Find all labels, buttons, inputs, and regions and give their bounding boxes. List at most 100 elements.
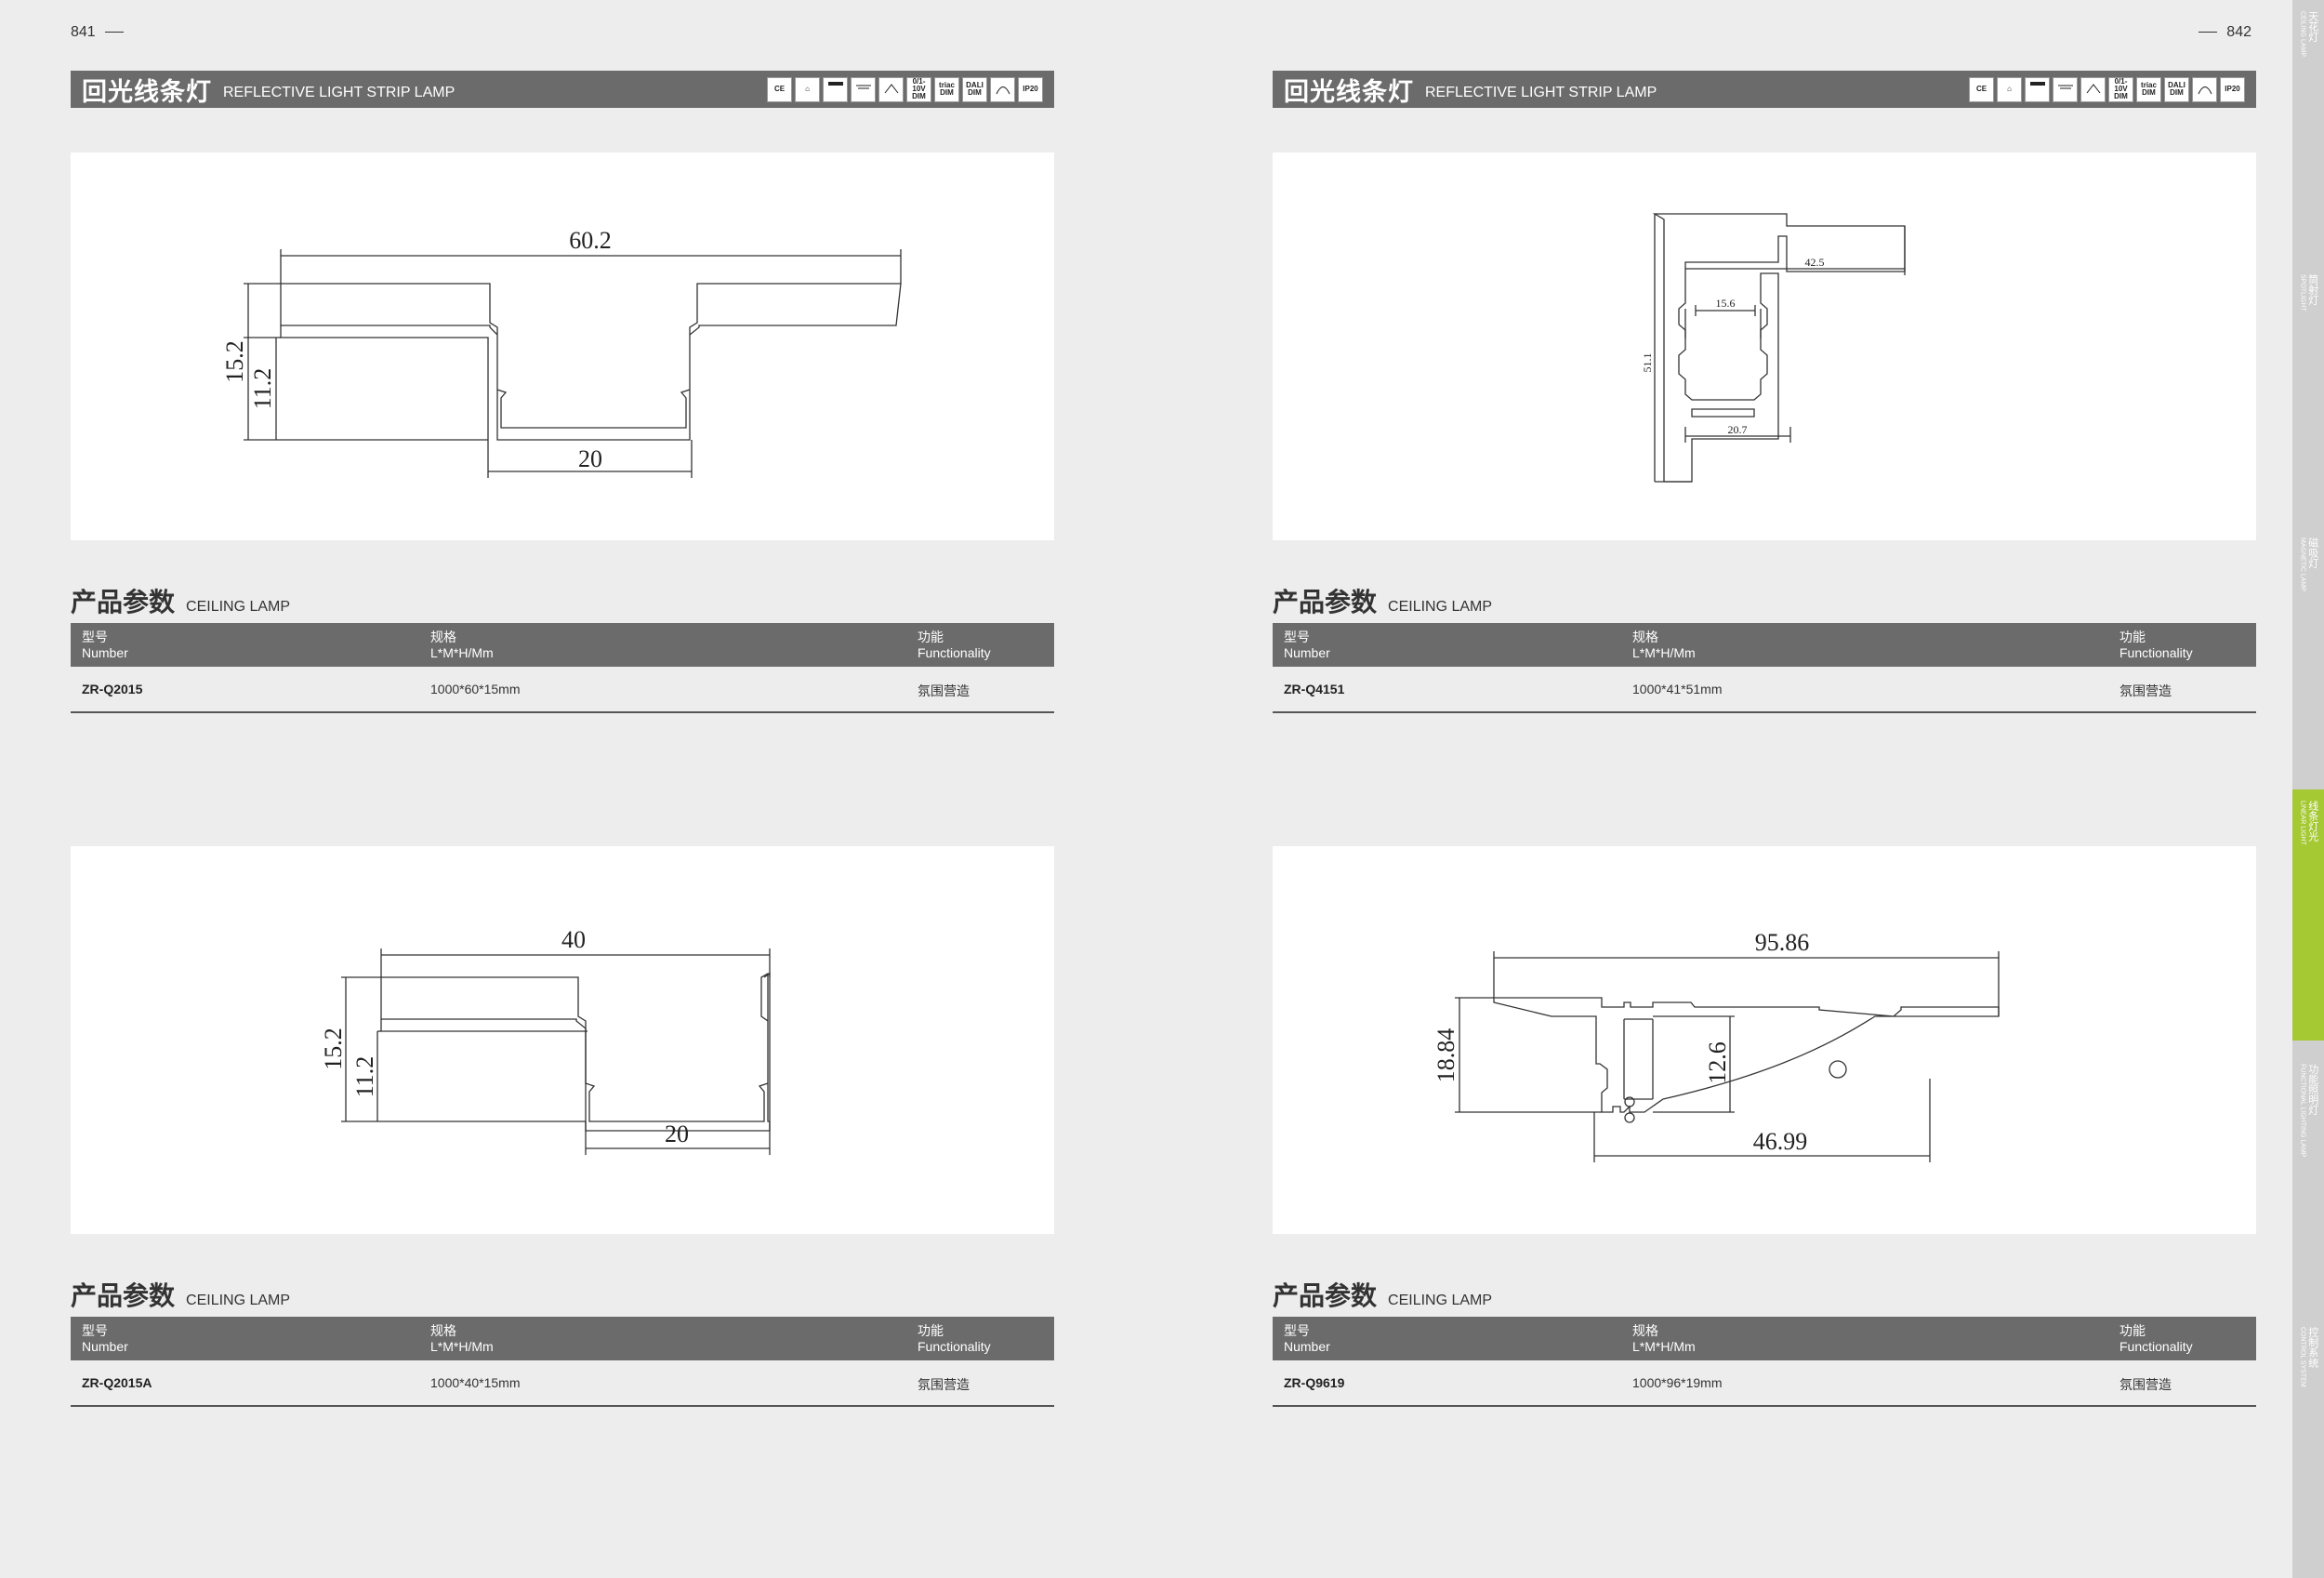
header-function-zh: 功能 — [2119, 1323, 2146, 1338]
header-spec-en: L*M*H/Mm — [1632, 1339, 1696, 1354]
section-title: 产品参数 CEILING LAMP — [71, 1276, 290, 1313]
category-title: 回光线条灯 — [1284, 77, 1414, 106]
page-number-dash — [2199, 32, 2218, 33]
angle-icon — [2192, 76, 2217, 102]
product-spec: 1000*40*15mm — [430, 1375, 521, 1390]
page-number-dash — [104, 32, 124, 33]
product-function: 氛围营造 — [918, 1377, 970, 1392]
product-number: ZR-Q2015A — [82, 1375, 152, 1390]
side-tab-label-zh: 磁吸灯 — [2306, 537, 2318, 568]
dim-width: 95.86 — [1755, 929, 1810, 956]
side-tab-label-zh: 功能照明灯 — [2306, 1064, 2318, 1115]
product-drawing-zr-q2015a: 40 15.2 11.2 20 — [71, 846, 1054, 1234]
header-function-zh: 功能 — [918, 630, 944, 644]
ip20-icon: IP20 — [2220, 76, 2245, 102]
header-number-zh: 型号 — [1284, 630, 1310, 644]
section-title: 产品参数 CEILING LAMP — [1273, 1276, 1492, 1313]
0-10v-dim-icon: 0/1-10V DIM — [2108, 76, 2133, 102]
header-number-zh: 型号 — [1284, 1323, 1310, 1338]
dim-slot: 20 — [665, 1121, 689, 1147]
dimmable-icon — [2080, 76, 2106, 102]
side-tab-label-zh: 天花灯 — [2306, 11, 2318, 42]
dim-top-width: 42.5 — [1805, 256, 1825, 269]
side-tab-label-zh: 筒射灯 — [2306, 274, 2318, 305]
section-title-zh: 产品参数 — [71, 588, 176, 617]
header-number-en: Number — [82, 645, 128, 660]
side-tab-label-en: SPOTLIGHT — [2299, 274, 2306, 312]
indoor-icon: ⌂ — [1997, 76, 2022, 102]
ip20-icon: IP20 — [1018, 76, 1043, 102]
product-function: 氛围营造 — [918, 683, 970, 698]
ce-mark-icon: CE — [767, 76, 792, 102]
category-header: 回光线条灯 REFLECTIVE LIGHT STRIP LAMP CE ⌂ 0… — [1273, 71, 2256, 108]
side-tab-label-en: MAGNETIC LAMP — [2299, 537, 2306, 591]
dim-width: 60.2 — [569, 227, 612, 254]
dali-dim-icon: DALI DIM — [2164, 76, 2189, 102]
product-function: 氛围营造 — [2119, 1377, 2172, 1392]
header-number-en: Number — [1284, 1339, 1330, 1354]
header-function-zh: 功能 — [2119, 630, 2146, 644]
product-spec: 1000*96*19mm — [1632, 1375, 1723, 1390]
section-title-zh: 产品参数 — [71, 1281, 176, 1310]
category-header: 回光线条灯 REFLECTIVE LIGHT STRIP LAMP CE ⌂ 0… — [71, 71, 1054, 108]
category-subtitle: REFLECTIVE LIGHT STRIP LAMP — [1425, 85, 1657, 100]
section-title-zh: 产品参数 — [1273, 1281, 1378, 1310]
product-spec: 1000*41*51mm — [1632, 682, 1723, 696]
header-number-zh: 型号 — [82, 1323, 108, 1338]
side-tab-label-en: CONTROL SYSTEM — [2299, 1327, 2306, 1387]
header-number-en: Number — [1284, 645, 1330, 660]
product-drawing-zr-q2015: 60.2 15.2 11.2 20 — [71, 152, 1054, 540]
page-number-left: 841 — [71, 24, 133, 41]
header-spec-en: L*M*H/Mm — [1632, 645, 1696, 660]
table-row: ZR-Q9619 1000*96*19mm 氛围营造 — [1273, 1360, 2256, 1407]
profile-icon — [823, 76, 848, 102]
triac-dim-icon: triac DIM — [934, 76, 959, 102]
header-function-en: Functionality — [918, 645, 991, 660]
beam-angle-icon — [2053, 76, 2078, 102]
profile-drawing: 95.86 18.84 12.6 46.99 — [1433, 929, 2000, 1162]
table-row: ZR-Q4151 1000*41*51mm 氛围营造 — [1273, 667, 2256, 713]
header-spec-zh: 规格 — [1632, 630, 1658, 644]
product-number: ZR-Q2015 — [82, 682, 143, 696]
ce-mark-icon: CE — [1969, 76, 1994, 102]
section-title: 产品参数 CEILING LAMP — [71, 582, 290, 619]
header-number-en: Number — [82, 1339, 128, 1354]
dim-slot-height: 12.6 — [1704, 1041, 1731, 1084]
angle-icon — [990, 76, 1015, 102]
product-drawing-zr-q9619: 95.86 18.84 12.6 46.99 — [1273, 846, 2256, 1234]
header-spec-en: L*M*H/Mm — [430, 645, 494, 660]
header-number-zh: 型号 — [82, 630, 108, 644]
header-spec-zh: 规格 — [430, 1323, 456, 1338]
side-tab-label-en: FUNCTIONAL LIGHTING LAMP — [2299, 1064, 2306, 1158]
profile-drawing: 40 15.2 11.2 20 — [320, 926, 771, 1155]
header-function-en: Functionality — [918, 1339, 991, 1354]
dim-slot-width: 15.6 — [1716, 297, 1736, 310]
table-row: ZR-Q2015A 1000*40*15mm 氛围营造 — [71, 1360, 1054, 1407]
triac-dim-icon: triac DIM — [2136, 76, 2161, 102]
section-title-zh: 产品参数 — [1273, 588, 1378, 617]
section-title-en: CEILING LAMP — [186, 1293, 291, 1308]
